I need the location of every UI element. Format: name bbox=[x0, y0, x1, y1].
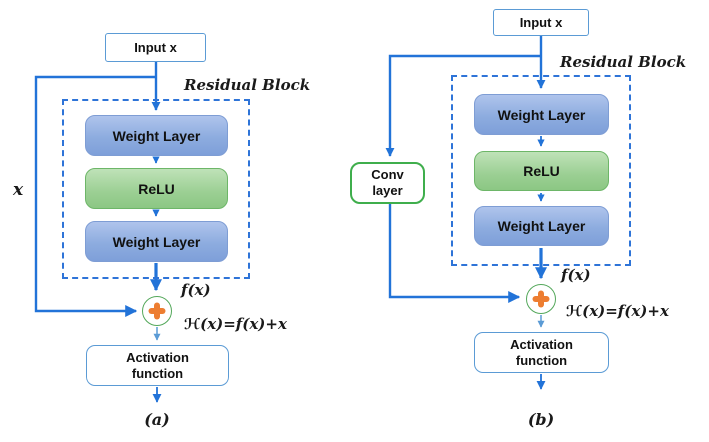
b-relu-label: ReLU bbox=[523, 163, 560, 179]
b-sum-node bbox=[526, 284, 556, 314]
b-conv-label-line1: Conv bbox=[371, 167, 404, 182]
b-residual-block-outline bbox=[451, 75, 631, 266]
b-activation-label-line2: function bbox=[515, 352, 568, 368]
a-relu-box: ReLU bbox=[85, 168, 228, 209]
a-input-box: Input x bbox=[105, 33, 206, 62]
b-weight-layer-1-box: Weight Layer bbox=[474, 94, 609, 135]
b-activation-box: Activation function bbox=[474, 332, 609, 373]
a-relu-label: ReLU bbox=[138, 180, 175, 197]
a-fx-label: f(x) bbox=[181, 281, 211, 299]
a-residual-block-label: Residual Block bbox=[184, 76, 311, 94]
a-weight-layer-1-box: Weight Layer bbox=[85, 115, 228, 156]
b-activation-label-line1: Activation bbox=[510, 336, 573, 352]
a-weight-layer-2-label: Weight Layer bbox=[112, 233, 201, 250]
b-skip-to-conv-arrow bbox=[385, 54, 541, 157]
a-sum-node bbox=[142, 296, 172, 326]
b-input-box: Input x bbox=[493, 9, 589, 36]
b-input-label: Input x bbox=[519, 14, 563, 30]
a-input-label: Input x bbox=[134, 39, 177, 55]
b-conv-to-sum-arrow bbox=[388, 204, 521, 303]
a-activation-label-line2: function bbox=[131, 365, 184, 381]
plus-icon bbox=[143, 297, 171, 325]
b-weight-layer-2-label: Weight Layer bbox=[497, 218, 586, 234]
b-weight-layer-2-box: Weight Layer bbox=[474, 206, 609, 246]
b-relu-box: ReLU bbox=[474, 151, 609, 191]
b-sum-equation-label: ℋ(x)=f(x)+x bbox=[566, 302, 669, 320]
a-activation-label-line1: Activation bbox=[126, 349, 189, 365]
a-caption: (a) bbox=[144, 410, 170, 429]
b-weight-layer-1-label: Weight Layer bbox=[497, 106, 586, 123]
a-sum-equation-label: ℋ(x)=f(x)+x bbox=[184, 315, 287, 333]
a-weight-layer-2-box: Weight Layer bbox=[85, 221, 228, 262]
a-residual-block-outline bbox=[62, 99, 250, 279]
b-caption: (b) bbox=[527, 410, 555, 429]
a-skip-connection-arrow bbox=[34, 75, 156, 317]
a-skip-x-label: x bbox=[13, 180, 24, 200]
b-fx-label: f(x) bbox=[561, 266, 591, 284]
b-conv-layer-box: Conv layer bbox=[350, 162, 425, 204]
a-activation-box: Activation function bbox=[86, 345, 229, 386]
plus-icon bbox=[527, 285, 555, 313]
a-weight-layer-1-label: Weight Layer bbox=[112, 127, 201, 144]
b-residual-block-label: Residual Block bbox=[560, 53, 687, 71]
b-conv-label-line2: layer bbox=[372, 183, 403, 198]
